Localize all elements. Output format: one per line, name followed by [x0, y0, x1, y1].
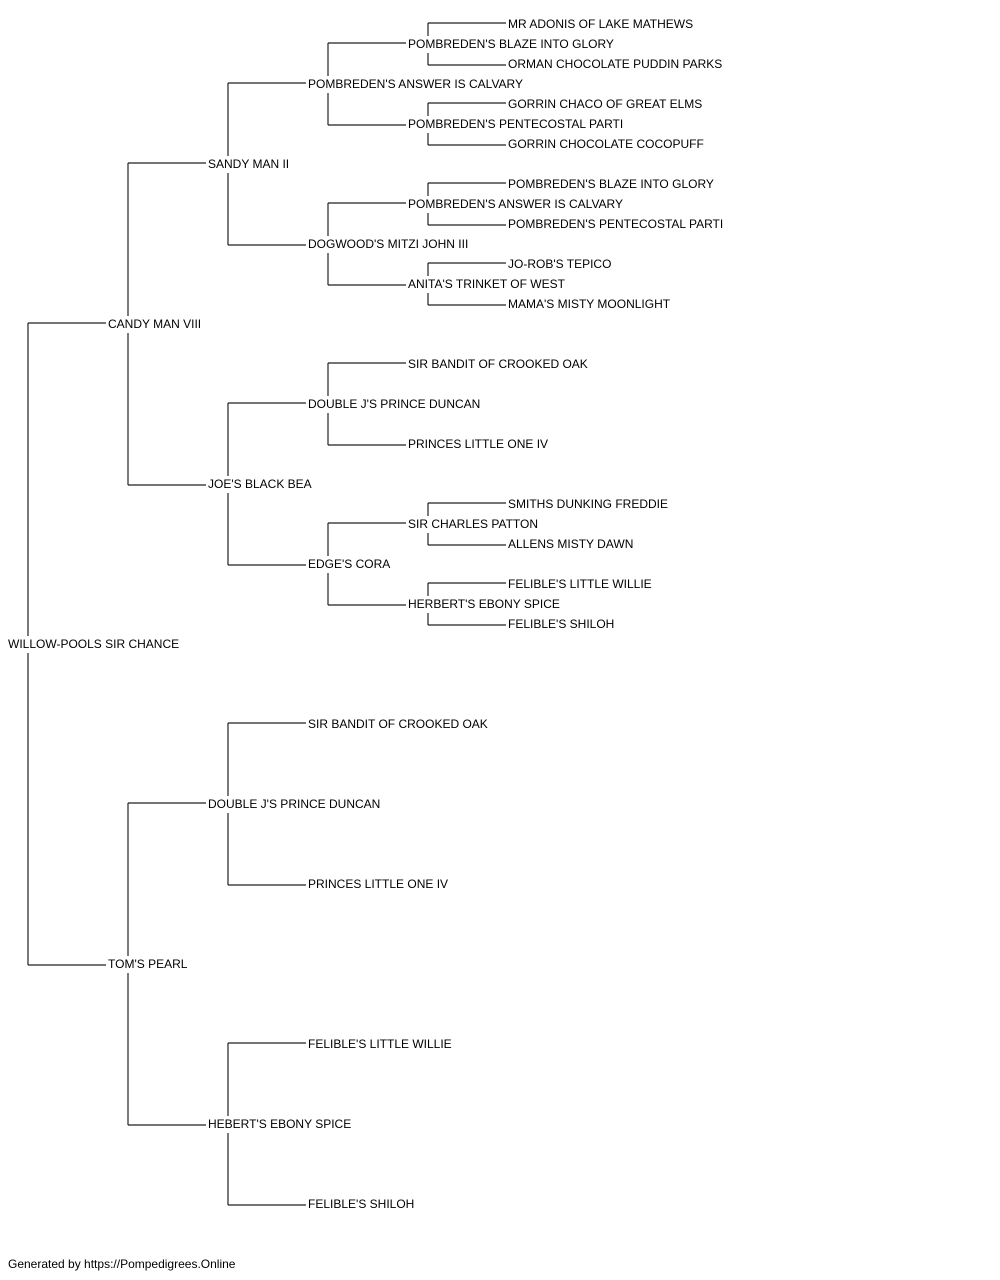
- pedigree-node-name: POMBREDEN'S BLAZE INTO GLORY: [508, 177, 714, 191]
- pedigree-node-name: SIR CHARLES PATTON: [408, 517, 539, 531]
- pedigree-node-name: SMITHS DUNKING FREDDIE: [508, 497, 669, 511]
- pedigree-node-name: POMBREDEN'S BLAZE INTO GLORY: [408, 37, 614, 51]
- pedigree-node-name: ANITA'S TRINKET OF WEST: [408, 277, 565, 291]
- pedigree-node-name: PRINCES LITTLE ONE IV: [408, 437, 549, 451]
- pedigree-node-name: POMBREDEN'S PENTECOSTAL PARTI: [508, 217, 724, 231]
- footer-credit: Generated by https://Pompedigrees.Online: [8, 1257, 236, 1271]
- pedigree-node-name: FELIBLE'S LITTLE WILLIE: [508, 577, 652, 591]
- pedigree-node-name: POMBREDEN'S ANSWER IS CALVARY: [408, 197, 624, 211]
- pedigree-node-name: JO-ROB'S TEPICO: [508, 257, 612, 271]
- pedigree-node-name: ORMAN CHOCOLATE PUDDIN PARKS: [508, 57, 723, 71]
- pedigree-node-name: FELIBLE'S LITTLE WILLIE: [308, 1037, 452, 1051]
- pedigree-node-name: POMBREDEN'S ANSWER IS CALVARY: [308, 77, 524, 91]
- pedigree-node-name: HEBERT'S EBONY SPICE: [208, 1117, 352, 1131]
- pedigree-node-name: GORRIN CHACO OF GREAT ELMS: [508, 97, 703, 111]
- pedigree-node-name: HERBERT'S EBONY SPICE: [408, 597, 560, 611]
- pedigree-node-name: EDGE'S CORA: [308, 557, 391, 571]
- pedigree-node-name: PRINCES LITTLE ONE IV: [308, 877, 449, 891]
- pedigree-node-name: FELIBLE'S SHILOH: [308, 1197, 415, 1211]
- pedigree-node-name: MR ADONIS OF LAKE MATHEWS: [508, 17, 694, 31]
- pedigree-node-name: DOUBLE J'S PRINCE DUNCAN: [208, 797, 381, 811]
- pedigree-node-name: GORRIN CHOCOLATE COCOPUFF: [508, 137, 704, 151]
- pedigree-node-name: CANDY MAN VIII: [108, 317, 202, 331]
- pedigree-node-name: FELIBLE'S SHILOH: [508, 617, 615, 631]
- pedigree-node-name: SANDY MAN II: [208, 157, 290, 171]
- pedigree-node-name: ALLENS MISTY DAWN: [508, 537, 634, 551]
- pedigree-node-name: JOE'S BLACK BEA: [208, 477, 312, 491]
- pedigree-node-name: SIR BANDIT OF CROOKED OAK: [408, 357, 588, 371]
- pedigree-node-name: SIR BANDIT OF CROOKED OAK: [308, 717, 488, 731]
- pedigree-node-name: DOUBLE J'S PRINCE DUNCAN: [308, 397, 481, 411]
- pedigree-node-name: MAMA'S MISTY MOONLIGHT: [508, 297, 671, 311]
- pedigree-node-name: WILLOW-POOLS SIR CHANCE: [8, 637, 180, 651]
- pedigree-node-name: DOGWOOD'S MITZI JOHN III: [308, 237, 469, 251]
- pedigree-node-name: TOM'S PEARL: [108, 957, 188, 971]
- pedigree-node-name: POMBREDEN'S PENTECOSTAL PARTI: [408, 117, 624, 131]
